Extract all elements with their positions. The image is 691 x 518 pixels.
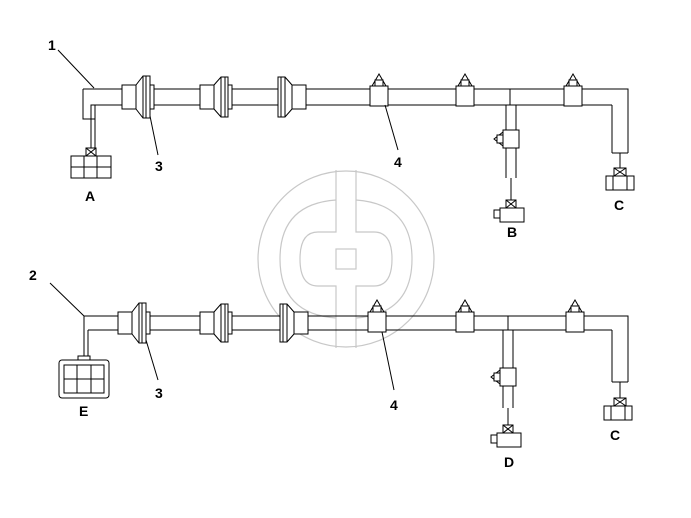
harness-2-number: 2 <box>29 267 37 283</box>
connector-e <box>58 355 110 399</box>
grommet <box>277 76 307 118</box>
callout-leader-2 <box>49 282 85 317</box>
connector-d <box>490 424 522 448</box>
grommet-label: 3 <box>155 385 163 401</box>
clip <box>367 299 387 333</box>
grommet-label: 3 <box>155 158 163 174</box>
connector-c-label: C <box>614 197 624 213</box>
connector-d-label: D <box>504 454 514 470</box>
connector-c <box>603 397 633 421</box>
logo-watermark <box>257 170 435 348</box>
harness-1: 1 A 3 <box>48 37 635 240</box>
grommet <box>121 75 155 119</box>
clip-label: 4 <box>390 397 398 413</box>
connector-a <box>70 147 112 179</box>
clip <box>455 299 475 333</box>
harness-2: 2 E 3 <box>29 267 633 470</box>
clip <box>369 73 389 107</box>
connector-c-label: C <box>610 427 620 443</box>
grommet <box>199 76 233 118</box>
connector-a-label: A <box>85 188 95 204</box>
connector-e-label: E <box>79 403 88 419</box>
clip <box>455 73 475 107</box>
clip <box>490 367 517 387</box>
clip-label: 4 <box>394 154 402 170</box>
clip <box>493 129 520 149</box>
clip <box>565 299 585 333</box>
connector-b-label: B <box>507 224 517 240</box>
grommet <box>199 303 233 343</box>
clip <box>563 73 583 107</box>
callout-leader-1 <box>57 49 95 89</box>
grommet <box>279 303 309 343</box>
connector-c <box>605 167 635 191</box>
harness-1-number: 1 <box>48 37 56 53</box>
grommet <box>117 302 151 344</box>
connector-b <box>493 199 525 223</box>
